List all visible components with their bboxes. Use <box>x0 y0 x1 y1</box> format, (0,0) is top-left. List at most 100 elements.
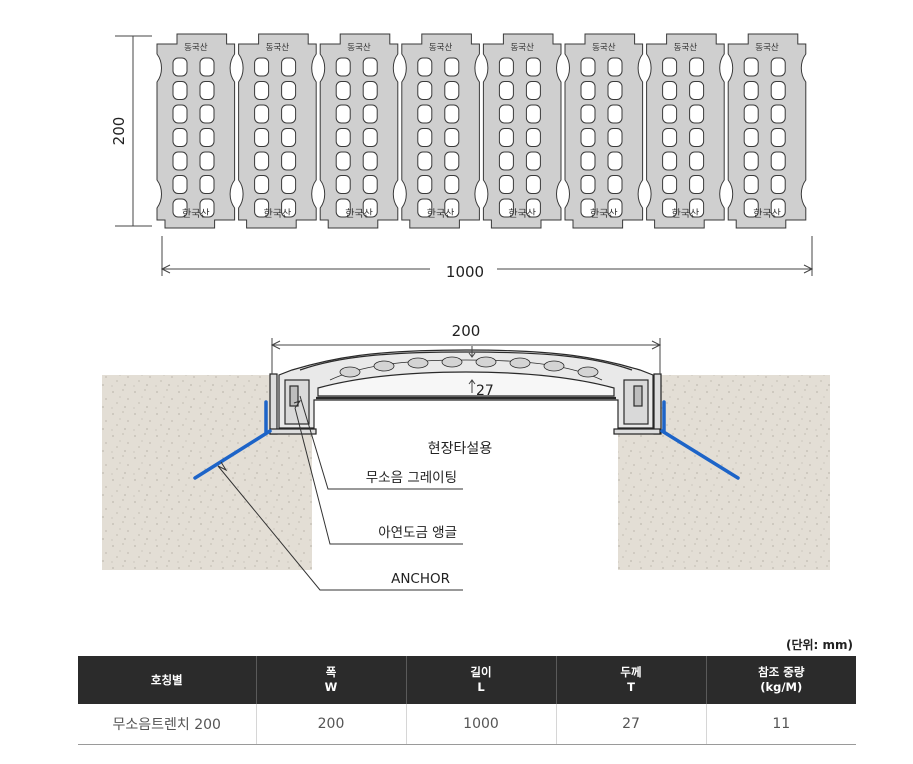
grating-hole <box>498 198 514 218</box>
grating-hole <box>743 151 759 171</box>
grating-hole <box>254 175 270 194</box>
cell-weight: 11 <box>706 704 856 745</box>
grating-hole <box>662 104 678 124</box>
grating-hole <box>254 198 270 218</box>
origin-mark-top: 동국산 <box>429 42 453 53</box>
grating-hole <box>662 151 678 171</box>
grating-hole <box>770 81 786 100</box>
grating-hole <box>689 81 705 100</box>
grating-hole <box>281 104 297 124</box>
grating-hole <box>172 57 188 77</box>
grating-hole <box>580 81 596 100</box>
grating-hole <box>689 198 705 218</box>
grating-hole <box>281 151 297 171</box>
grating-hole <box>689 128 705 147</box>
grating-hole <box>444 57 460 77</box>
grating-hole <box>662 128 678 147</box>
height-label: 200 <box>110 117 128 146</box>
grating-hole <box>281 57 297 77</box>
origin-mark-top: 동국산 <box>592 42 616 53</box>
grating-section <box>278 349 654 429</box>
grating-hole <box>498 57 514 77</box>
section-width-dimension <box>270 338 662 393</box>
grating-hole <box>498 151 514 171</box>
grating-hole <box>525 175 541 194</box>
grating-hole <box>335 151 351 171</box>
origin-mark-top: 동국산 <box>755 42 779 53</box>
grating-hole <box>254 151 270 171</box>
grating-hole <box>254 57 270 77</box>
height-dimension <box>115 35 152 227</box>
concrete-right <box>660 375 830 570</box>
concrete-left <box>102 375 272 570</box>
grating-hole <box>444 81 460 100</box>
width-dimension <box>160 236 814 276</box>
grating-hole <box>335 81 351 100</box>
width-label: 1000 <box>446 263 484 281</box>
grating-hole <box>417 57 433 77</box>
grating-hole <box>281 175 297 194</box>
grating-hole <box>498 104 514 124</box>
origin-mark-bottom: 한국산 <box>182 208 210 220</box>
table-row: 무소음트렌치 200 200 1000 27 11 <box>78 704 856 745</box>
grating-hole <box>172 175 188 194</box>
grating-hole <box>580 198 596 218</box>
grating-hole <box>199 151 215 171</box>
grating-hole <box>580 57 596 77</box>
grating-hole <box>743 81 759 100</box>
grating-segments: 동국산한국산동국산한국산동국산한국산동국산한국산동국산한국산동국산한국산동국산한… <box>156 33 807 229</box>
grating-hole <box>199 175 215 194</box>
origin-mark-top: 동국산 <box>266 42 290 53</box>
grating-hole <box>607 175 623 194</box>
grating-hole <box>362 175 378 194</box>
origin-mark-bottom: 한국산 <box>590 208 618 220</box>
callout-leaders <box>217 395 463 591</box>
grating-hole <box>362 81 378 100</box>
grating-hole <box>444 198 460 218</box>
grating-hole <box>335 57 351 77</box>
callout-anchor: ANCHOR <box>391 571 450 587</box>
grating-hole <box>525 198 541 218</box>
grating-hole <box>254 128 270 147</box>
grating-hole <box>417 175 433 194</box>
section-width-label: 200 <box>452 322 481 340</box>
grating-hole <box>498 175 514 194</box>
grating-hole <box>689 175 705 194</box>
grating-hole <box>362 57 378 77</box>
grating-hole <box>607 81 623 100</box>
grating-hole <box>607 151 623 171</box>
header-name: 호칭별 <box>78 656 257 704</box>
grating-hole <box>362 104 378 124</box>
grating-hole <box>580 175 596 194</box>
grating-top-view: 200 동국산한국산동국산한국산동국산한국산동국산한국산동국산한국산동국산한국산… <box>110 33 814 281</box>
grating-hole <box>770 128 786 147</box>
header-weight: 참조 중량(kg/M) <box>706 656 856 704</box>
grating-hole <box>525 151 541 171</box>
concrete-right-inner <box>618 433 660 570</box>
grating-hole <box>335 175 351 194</box>
origin-mark-top: 동국산 <box>184 42 208 53</box>
cell-name: 무소음트렌치 200 <box>78 704 257 745</box>
grating-hole <box>254 81 270 100</box>
origin-mark-top: 동국산 <box>347 42 371 53</box>
grating-hole <box>362 128 378 147</box>
grating-hole <box>689 104 705 124</box>
grating-hole <box>199 57 215 77</box>
usage-label: 현장타설용 <box>428 441 493 457</box>
grating-hole <box>580 128 596 147</box>
origin-mark-bottom: 한국산 <box>264 208 292 220</box>
grating-hole <box>525 128 541 147</box>
origin-mark-top: 동국산 <box>510 42 534 53</box>
grating-hole <box>172 104 188 124</box>
grating-hole <box>444 175 460 194</box>
origin-mark-bottom: 한국산 <box>753 208 781 220</box>
